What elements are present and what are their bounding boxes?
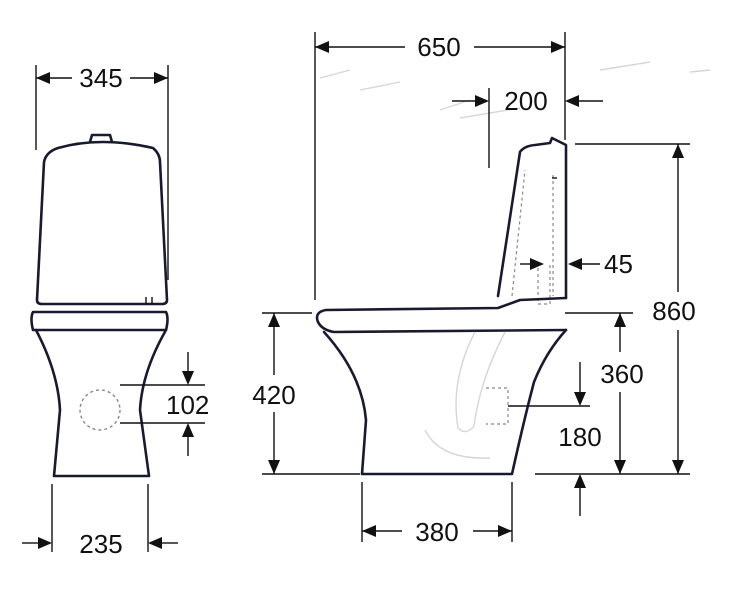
- arrowhead: [672, 144, 684, 158]
- trapway-outline: [455, 331, 506, 433]
- arrowhead: [565, 95, 579, 107]
- arrowhead: [268, 460, 280, 474]
- side-seat-outline: [315, 296, 568, 334]
- dim-45: 45: [604, 249, 633, 279]
- side-tank-outline: [496, 136, 568, 300]
- background-artifact: [319, 61, 711, 119]
- inlet-dashes: [537, 262, 551, 305]
- trap-curve: [424, 429, 491, 459]
- arrowhead: [498, 525, 512, 537]
- arrowhead: [315, 41, 329, 53]
- arrowhead: [475, 95, 489, 107]
- tank-inner-dashes: [511, 169, 554, 297]
- front-seat-outline: [30, 310, 169, 332]
- dim-102: 102: [166, 390, 209, 420]
- dim-860: 860: [652, 296, 695, 326]
- arrowhead: [574, 474, 586, 488]
- dim-360: 360: [600, 359, 643, 389]
- front-view: 345 102 235: [22, 63, 209, 559]
- front-pedestal-outline: [34, 328, 168, 478]
- arrowhead: [362, 525, 376, 537]
- side-view: 650 200 45 860 420 360: [252, 32, 711, 547]
- arrowhead: [148, 537, 162, 549]
- arrowhead: [38, 537, 52, 549]
- side-bowl-outline: [322, 328, 568, 476]
- arrowhead: [154, 72, 168, 84]
- flush-button: [88, 133, 114, 144]
- dim-345: 345: [79, 63, 122, 93]
- front-tank-outline: [35, 140, 169, 306]
- arrowhead: [36, 72, 50, 84]
- arrowhead: [574, 392, 586, 406]
- arrowhead: [182, 371, 194, 385]
- dim-650: 650: [417, 32, 460, 62]
- dim-180: 180: [558, 422, 601, 452]
- arrowhead: [568, 258, 582, 270]
- outlet-box: [486, 387, 509, 425]
- dim-380: 380: [415, 517, 458, 547]
- dim-200: 200: [504, 86, 547, 116]
- arrowhead: [672, 460, 684, 474]
- arrowhead: [614, 460, 626, 474]
- arrowhead: [530, 258, 544, 270]
- dim-420: 420: [252, 380, 295, 410]
- arrowhead: [268, 313, 280, 327]
- dim-235: 235: [79, 529, 122, 559]
- outlet-circle: [79, 389, 121, 431]
- arrowhead: [551, 41, 565, 53]
- arrowhead: [182, 423, 194, 437]
- arrowhead: [614, 313, 626, 327]
